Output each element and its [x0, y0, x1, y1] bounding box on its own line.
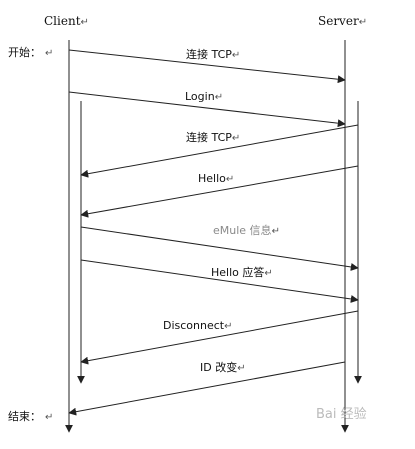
- end-label: 结束：↵: [8, 410, 53, 423]
- message-label: Disconnect↵: [163, 319, 233, 332]
- message-8: ID 改变↵: [68, 360, 346, 416]
- message-7: Disconnect↵: [80, 310, 359, 365]
- message-4: Hello↵: [80, 165, 359, 218]
- message-1: 连接 TCP↵: [68, 48, 346, 84]
- message-label: eMule 信息↵: [213, 223, 280, 237]
- message-label: Hello↵: [198, 172, 234, 185]
- start-label: 开始：↵: [8, 45, 53, 59]
- message-2: Login↵: [68, 90, 346, 128]
- message-3: 连接 TCP↵: [80, 124, 359, 178]
- message-label: Login↵: [185, 90, 223, 103]
- client-header: Client↵: [44, 14, 89, 28]
- message-5: eMule 信息↵: [80, 223, 359, 271]
- message-label: ID 改变↵: [200, 360, 246, 374]
- watermark-text: Bai 经验: [316, 406, 367, 422]
- message-arrow: [80, 226, 359, 271]
- message-arrow: [68, 361, 346, 416]
- message-label: Hello 应答↵: [211, 265, 273, 279]
- message-arrow: [80, 165, 359, 218]
- message-arrow: [80, 310, 359, 365]
- message-arrow: [80, 124, 359, 178]
- server-header: Server↵: [318, 14, 367, 28]
- message-6: Hello 应答↵: [80, 259, 359, 303]
- message-arrow: [68, 49, 346, 84]
- message-arrow: [68, 91, 346, 128]
- message-arrow: [80, 259, 359, 303]
- watermark: Bai 经验: [316, 406, 367, 422]
- message-label: 连接 TCP↵: [186, 48, 240, 61]
- message-label: 连接 TCP↵: [186, 131, 240, 144]
